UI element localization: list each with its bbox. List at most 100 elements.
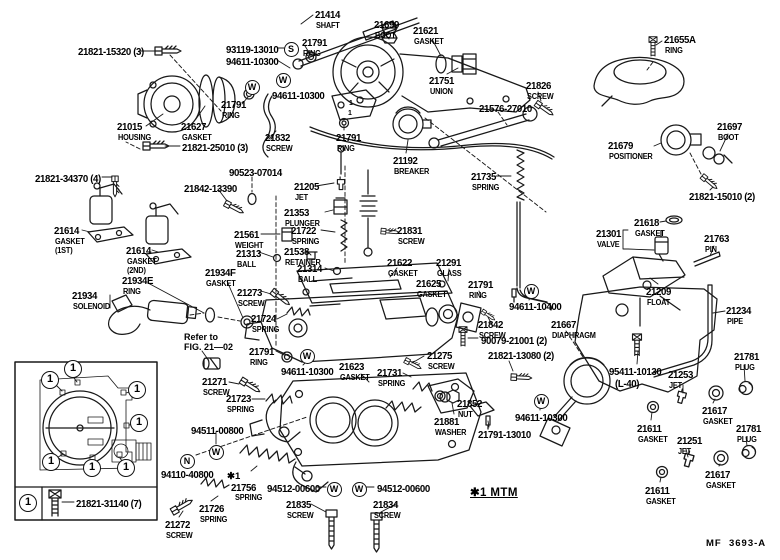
part-name: JET — [669, 380, 682, 390]
part-number: 21842 — [478, 319, 504, 331]
part-name: SPRING — [292, 236, 320, 246]
refer-note: Refer to FIG. 21—02 — [184, 332, 233, 352]
w-fastener-badge: W — [533, 393, 549, 409]
part-number: 21834 — [373, 499, 399, 511]
part-number: 21614 — [126, 245, 152, 257]
part-name: JET — [295, 192, 308, 202]
inset-callout-1: 1 — [117, 459, 135, 477]
part-number: 94611-10300 — [272, 90, 325, 102]
part-name: SCREW — [479, 330, 506, 340]
part-name: POSITIONER — [609, 151, 653, 161]
inset-callout-1: 1 — [130, 414, 148, 432]
part-name: GASKET — [703, 416, 733, 426]
part-number: 21625 — [416, 278, 442, 290]
part-name: GASKET — [635, 228, 665, 238]
part-number: 21756 — [231, 481, 257, 494]
inset-legend-part: 21821-31140 (7) — [76, 498, 142, 510]
part-number: 21826 — [526, 80, 552, 92]
part-number: 21751 — [429, 75, 455, 87]
part-number: 21821-34370 (4) — [35, 173, 101, 185]
part-label: 21821-34370 (4) — [35, 173, 107, 185]
solenoid-drawing — [108, 294, 254, 335]
part-name: RETAINER — [285, 257, 321, 267]
part-number: 21622 — [387, 257, 413, 269]
part-name: PLUNGER — [285, 218, 320, 228]
w-fastener-badge: W — [208, 444, 224, 460]
part-number: 21627 — [181, 121, 207, 133]
part-name: UNION — [430, 86, 453, 96]
part-label: 94611-10300 — [281, 366, 338, 378]
part-number: 21724 — [251, 313, 277, 325]
part-name: (1ST) — [55, 245, 73, 255]
part-name: PLUG — [735, 362, 755, 372]
w-fastener-badge: W — [523, 283, 539, 299]
part-number: 21623 — [339, 361, 365, 373]
part-number: 21209 — [646, 286, 672, 298]
part-name: SCREW — [166, 530, 193, 540]
part-name: SPRING — [472, 182, 500, 192]
part-number: 21273 — [237, 287, 263, 299]
part-number: 21667 — [551, 319, 577, 331]
part-label: 94611-10300 — [226, 56, 283, 68]
part-name: GASKET — [182, 132, 212, 142]
part-number: 21934F — [205, 267, 236, 279]
part-name: SCREW — [238, 298, 265, 308]
part-number: 21614 — [54, 225, 80, 237]
part-name: SPRING — [252, 324, 280, 334]
part-name: WEIGHT — [235, 240, 264, 250]
part-name: (2ND) — [127, 265, 146, 275]
part-name: GASKET — [206, 278, 236, 288]
s-fastener-badge: S — [283, 41, 299, 57]
part-name: SCREW — [374, 510, 401, 520]
part-label: 21821-15320 (3) — [78, 46, 150, 58]
part-number: 21611 — [645, 485, 670, 497]
part-name: WASHER — [435, 427, 467, 437]
part-label: 94512-00600 — [267, 483, 325, 495]
part-number: 94611-10300 — [515, 412, 568, 424]
part-name: RING — [303, 48, 321, 58]
part-number: 21253 — [668, 369, 694, 381]
inset-callout-1: 1 — [42, 453, 60, 471]
part-number: 21735 — [471, 171, 497, 183]
part-name: BOOT — [718, 132, 739, 142]
throttle-shaft-drawing — [292, 17, 420, 70]
part-number: 94611-10300 — [281, 366, 334, 378]
w-fastener-badge: W — [351, 481, 367, 497]
part-label: 94511-00800 — [191, 425, 248, 437]
part-name: GASKET — [414, 36, 444, 46]
part-name: SPRING — [235, 493, 263, 502]
part-label: 21791-13010 — [478, 429, 536, 441]
note-mtm: ✱1 MTM — [470, 487, 518, 499]
part-name: SCREW — [398, 236, 425, 246]
part-number: 21934 — [72, 290, 98, 302]
part-number: 21272 — [165, 519, 191, 531]
part-name: GASKET — [127, 256, 157, 266]
part-name: SCREW — [287, 510, 314, 520]
part-name: BREAKER — [394, 166, 430, 176]
part-name: RING — [469, 290, 487, 300]
